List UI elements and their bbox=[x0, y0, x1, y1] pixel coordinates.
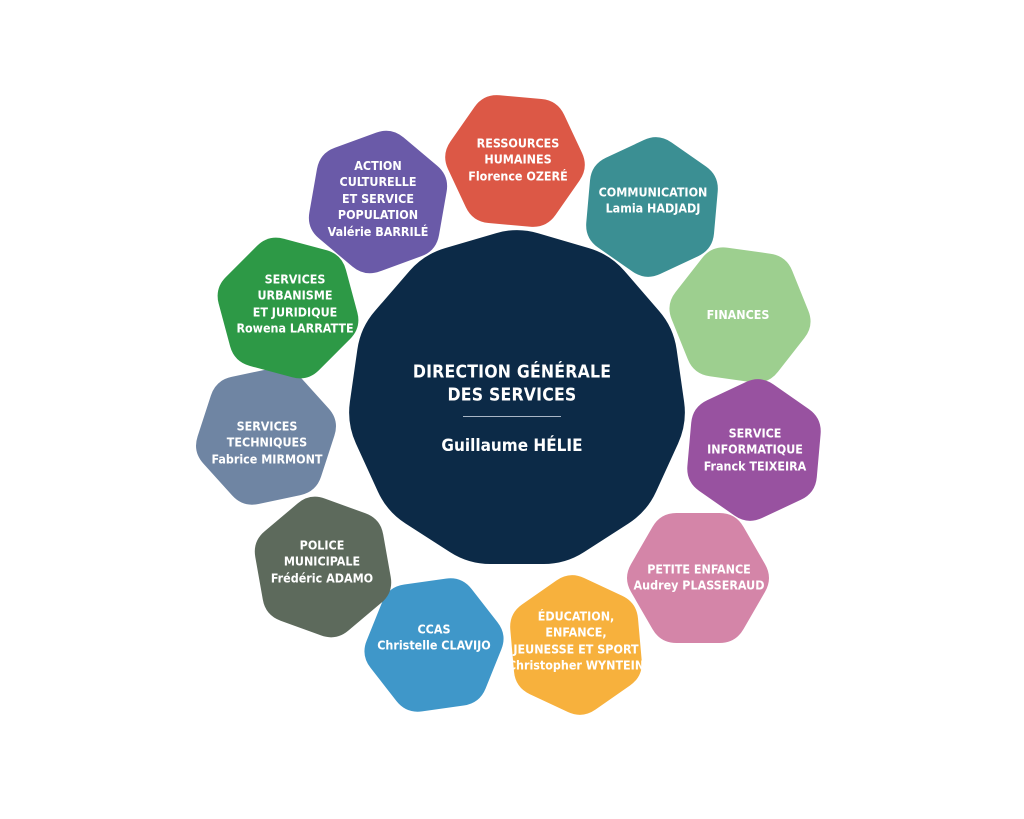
department-node-education-enfance-jeunesse-sport bbox=[510, 575, 642, 715]
department-node-ccas bbox=[364, 578, 504, 712]
department-node-police-municipale bbox=[254, 496, 392, 638]
department-node-action-culturelle-service-population bbox=[308, 130, 448, 274]
department-node-ressources-humaines bbox=[445, 95, 585, 227]
department-node-finances bbox=[669, 247, 811, 383]
center-divider bbox=[463, 416, 561, 417]
center-node-shape bbox=[349, 230, 685, 564]
department-node-services-techniques bbox=[196, 367, 336, 505]
department-node-services-urbanisme-juridique bbox=[217, 237, 359, 379]
department-node-communication bbox=[586, 137, 718, 277]
department-node-service-informatique bbox=[687, 379, 821, 521]
department-node-petite-enfance bbox=[627, 513, 769, 643]
